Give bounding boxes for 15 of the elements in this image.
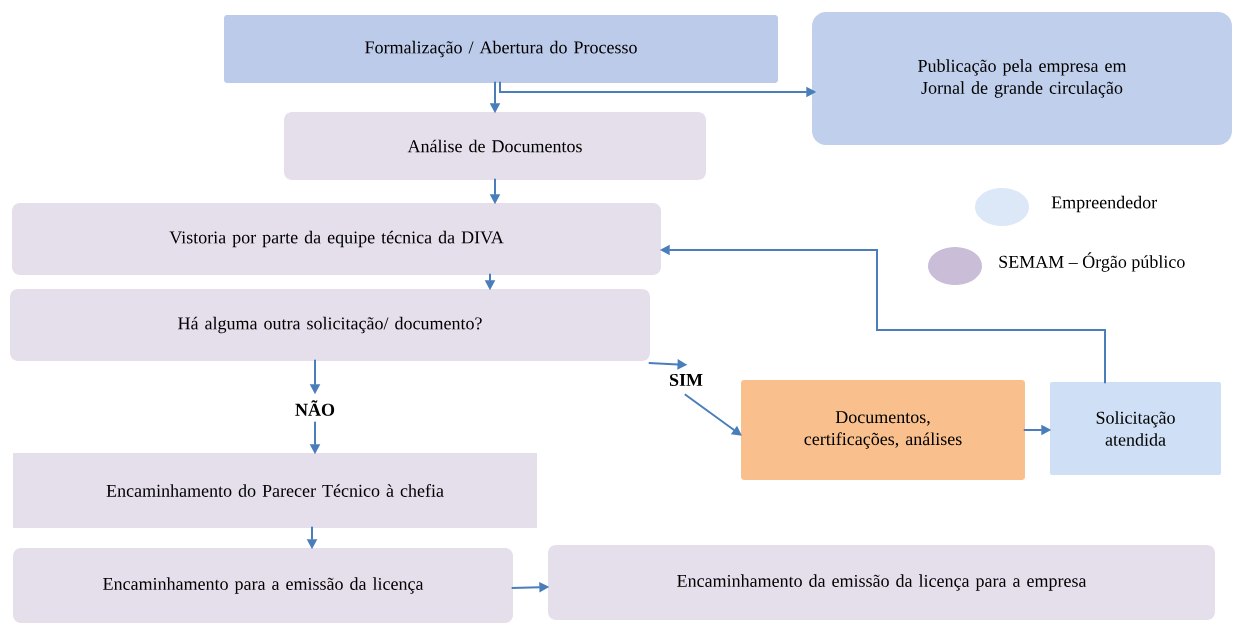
process-box: Solicitação atendida bbox=[1050, 382, 1221, 475]
process-box: Encaminhamento para a emissão da licença bbox=[13, 548, 513, 623]
process-box: Formalização / Abertura do Processo bbox=[224, 15, 778, 83]
process-box: Vistoria por parte da equipe técnica da DIVA bbox=[12, 203, 661, 275]
process-box: Encaminhamento da emissão da licença para a empresa bbox=[548, 545, 1215, 620]
process-box: Publicação pela empresa em Jornal de grande circulação bbox=[812, 12, 1232, 145]
process-box: Encaminhamento do Parecer Técnico à chefia bbox=[13, 453, 537, 528]
arrow bbox=[683, 393, 742, 436]
legend-label: Empreendedor bbox=[1051, 195, 1157, 213]
branch-label: NÃO bbox=[295, 400, 335, 416]
branch-label: SIM bbox=[669, 373, 703, 387]
process-box: Documentos, certificações, análises bbox=[741, 380, 1025, 480]
decision-box: Há alguma outra solicitação/ documento? bbox=[10, 289, 650, 361]
process-box: Análise de Documentos bbox=[284, 112, 706, 180]
legend-label: SEMAM – Órgão público bbox=[999, 252, 1185, 272]
